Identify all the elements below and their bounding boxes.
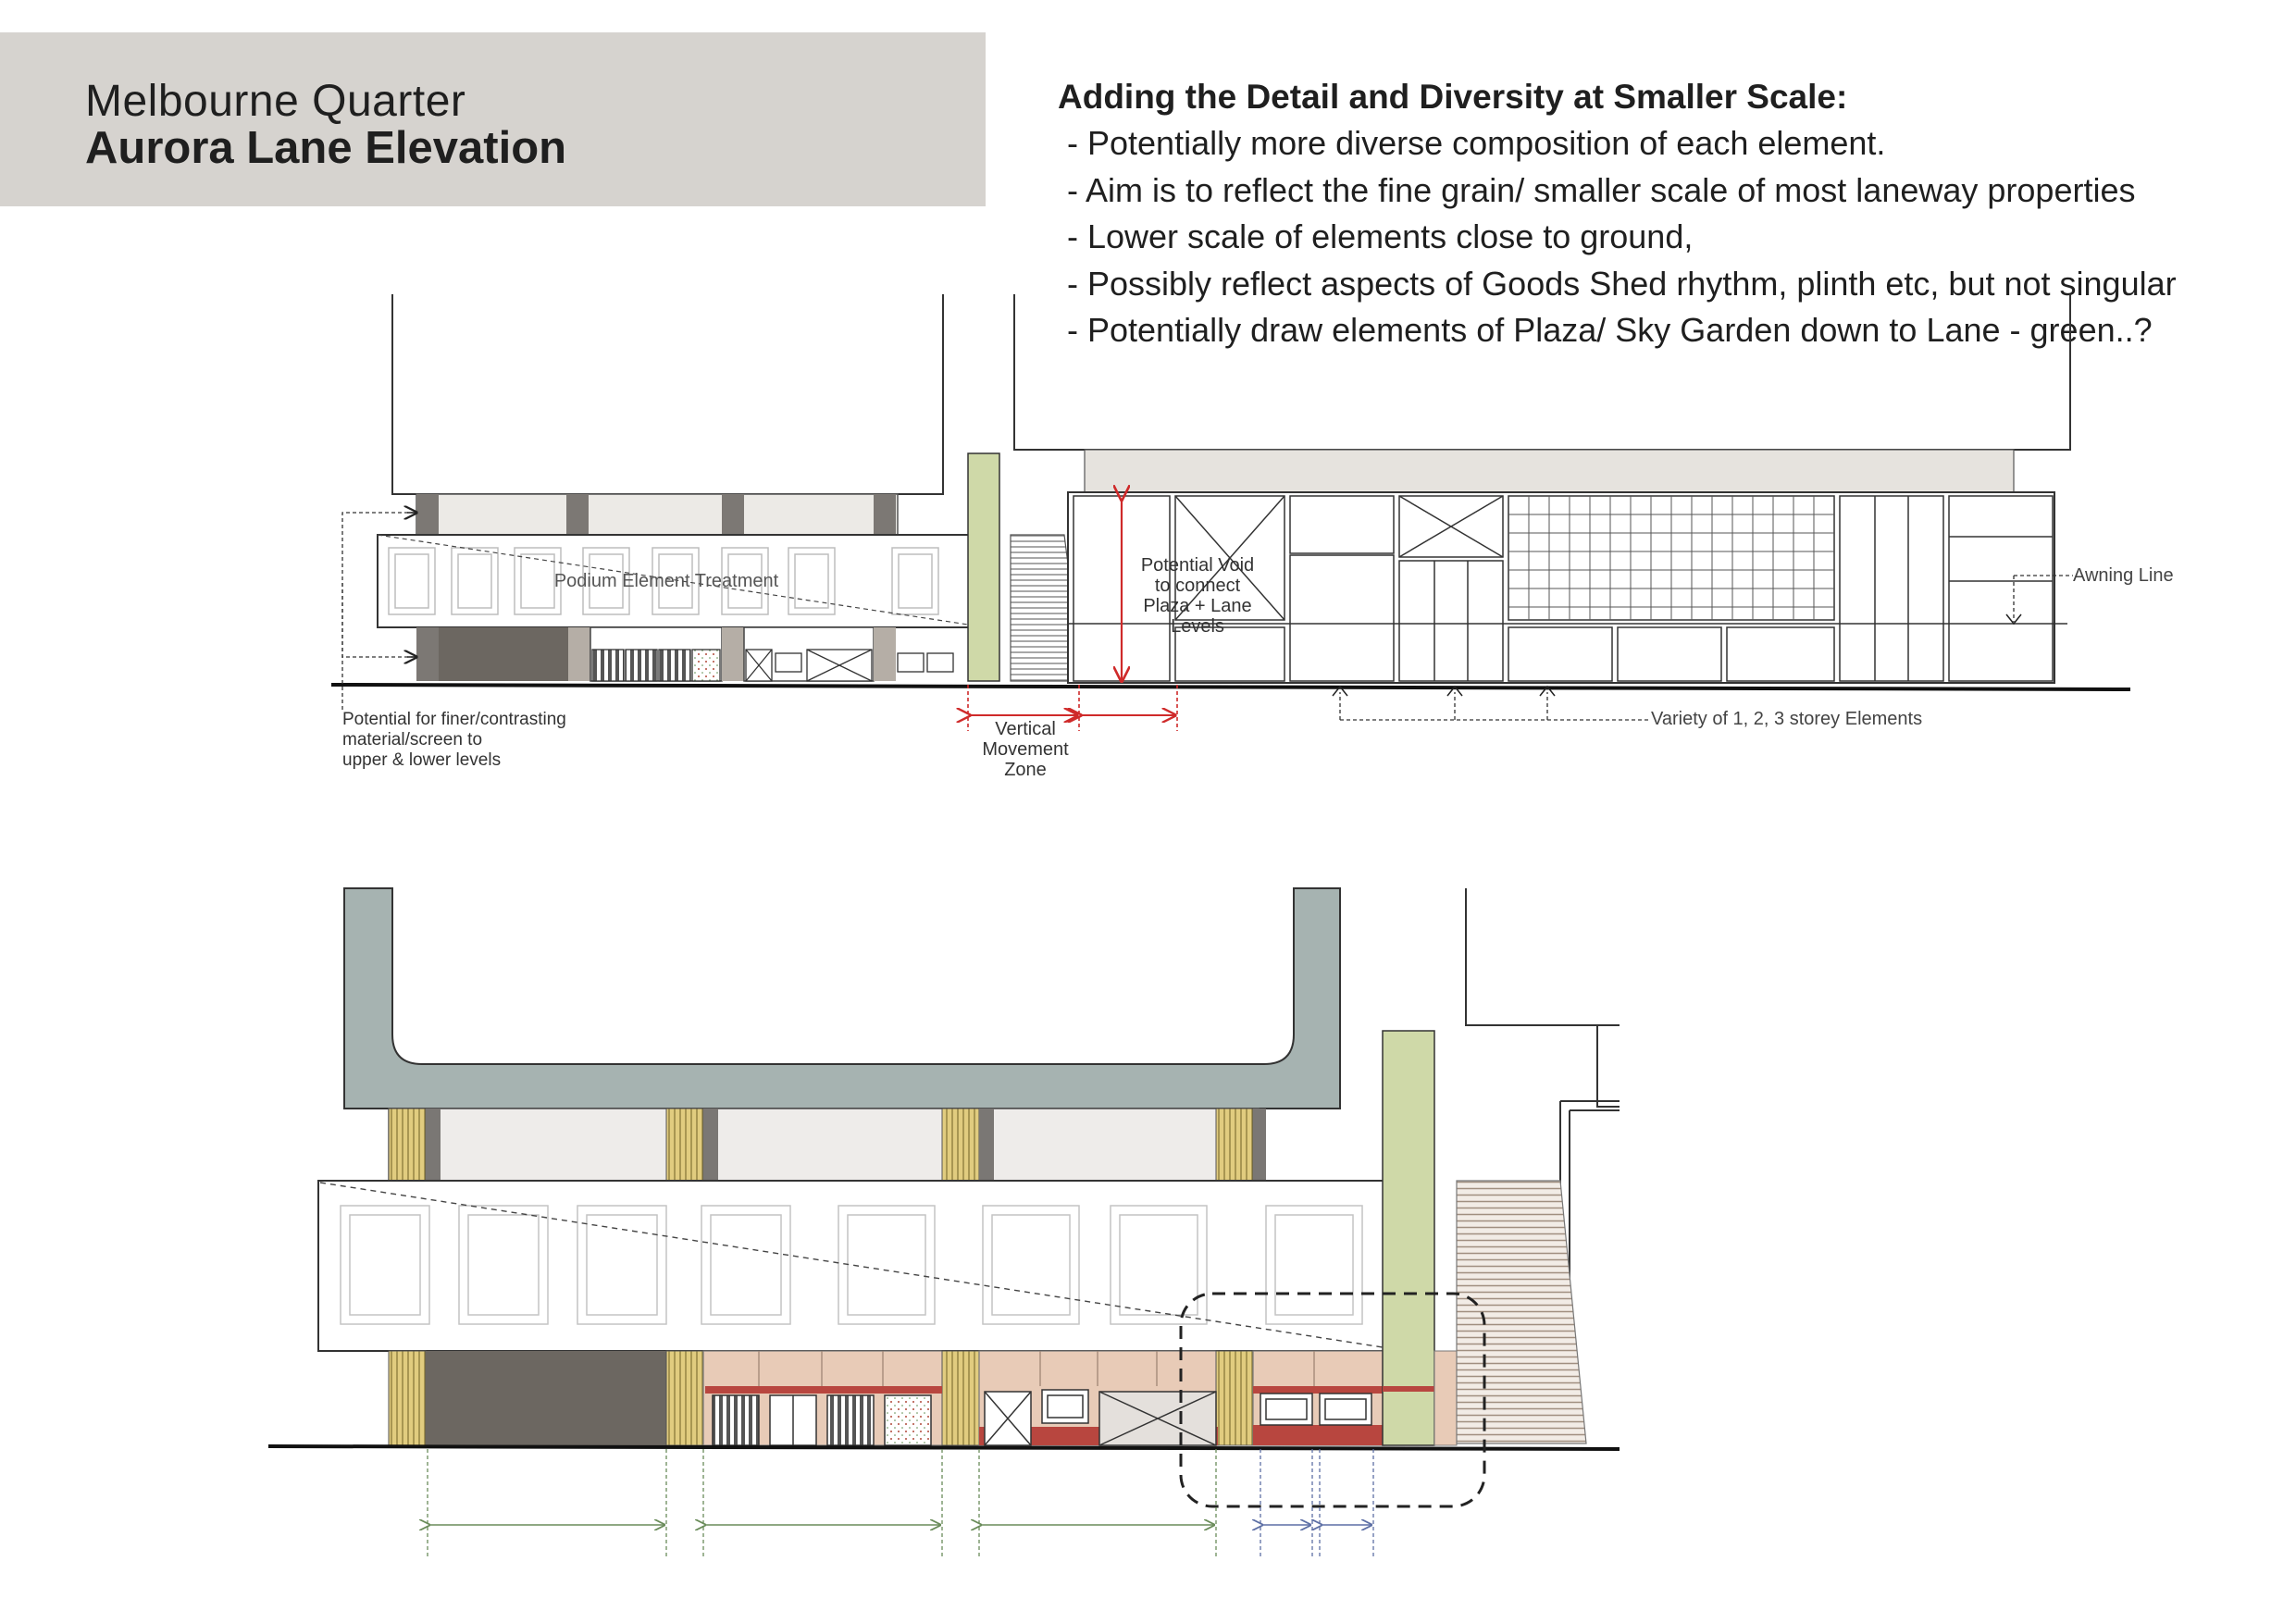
awning-label: Awning Line [2073,565,2174,586]
green-core [967,452,1000,682]
note-item: - Possibly reflect aspects of Goods Shed… [1067,264,2177,303]
ground-line-upper [330,683,2131,691]
void-line1: Potential Void [1141,555,1254,576]
note-item: - Aim is to reflect the fine grain/ smal… [1067,170,2136,209]
right-tower-outline [1013,294,2071,451]
upper-elevation [330,294,2131,731]
finer-material-line3: upper & lower levels [342,750,501,770]
note-item: - Potentially draw elements of Plaza/ Sk… [1067,311,2153,349]
project-name: Melbourne Quarter [85,77,466,126]
podium-label: Podium Element Treatment [554,571,779,591]
ground-line-lower [267,1444,1620,1451]
sheet-title: Aurora Lane Elevation [85,123,567,173]
void-line4: Levels [1171,616,1224,637]
void-line3: Plaza + Lane [1143,596,1251,616]
vertical-zone-line2: Movement [982,739,1069,760]
title-box [0,32,986,206]
green-core-lower [1382,1030,1435,1446]
void-line2: to connect [1155,576,1241,596]
vertical-zone-line3: Zone [1004,760,1047,780]
focus-highlight [1179,1292,1486,1508]
note-item: - Potentially more diverse composition o… [1067,124,1886,162]
finer-material-line2: material/screen to [342,730,482,750]
variety-label: Variety of 1, 2, 3 storey Elements [1651,709,1922,729]
lower-elevation [267,887,1620,1556]
notes-heading: Adding the Detail and Diversity at Small… [1058,78,1848,116]
tower-soffit [343,887,1341,1109]
note-item: - Lower scale of elements close to groun… [1067,217,1694,255]
left-tower-outline [391,294,944,495]
vertical-zone-line1: Vertical [995,719,1056,739]
finer-material-line1: Potential for finer/contrasting [342,710,566,729]
design-notes: Adding the Detail and Diversity at Small… [1058,74,2279,354]
